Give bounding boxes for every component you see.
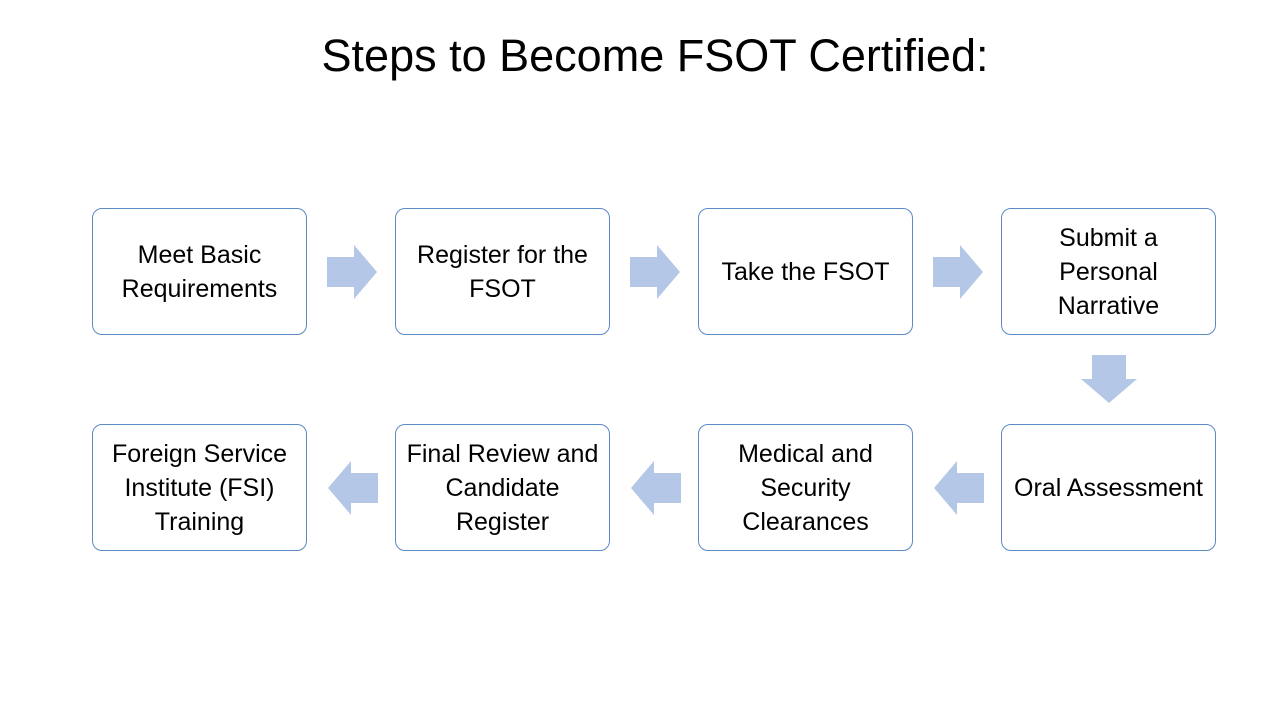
step-box-medical-security-clearances: Medical and Security Clearances [698,424,913,551]
arrow-right-icon [933,245,983,299]
slide-title: Steps to Become FSOT Certified: [321,30,989,81]
arrow-right-icon [630,245,680,299]
arrow-left-icon [328,461,378,515]
step-label: Register for the FSOT [417,240,588,303]
step-label: Meet Basic Requirements [121,240,278,303]
arrow-down-icon [1081,355,1137,403]
step-label: Take the FSOT [721,257,890,286]
arrow-left-icon [631,461,681,515]
step-box-submit-personal-narrative: Submit a Personal Narrative [1001,208,1216,335]
step-box-fsi-training: Foreign Service Institute (FSI) Training [92,424,307,551]
step-label: Foreign Service Institute (FSI) Training [111,439,288,536]
step-label: Submit a Personal Narrative [1057,223,1160,320]
step-label: Oral Assessment [1014,473,1203,502]
step-label: Final Review and Candidate Register [406,439,599,536]
step-box-meet-basic-requirements: Meet Basic Requirements [92,208,307,335]
arrow-left-icon [934,461,984,515]
step-box-take-the-fsot: Take the FSOT [698,208,913,335]
arrow-right-icon [327,245,377,299]
step-box-final-review-candidate-register: Final Review and Candidate Register [395,424,610,551]
step-label: Medical and Security Clearances [738,439,873,536]
step-box-oral-assessment: Oral Assessment [1001,424,1216,551]
step-box-register-for-fsot: Register for the FSOT [395,208,610,335]
